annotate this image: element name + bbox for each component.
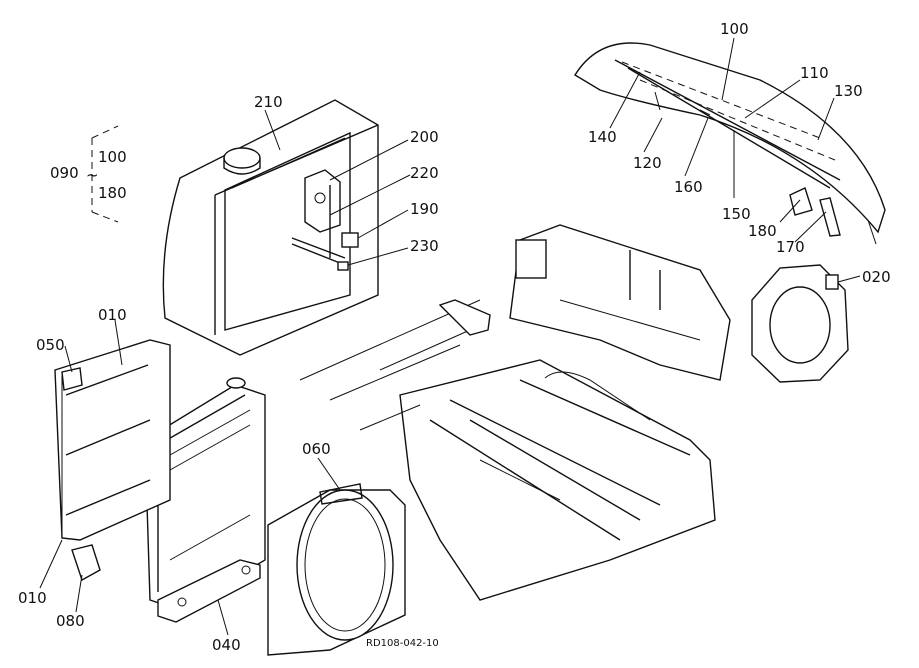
radiator-cap <box>226 377 246 389</box>
bonnet <box>574 42 886 245</box>
label-180: 180 <box>748 222 777 240</box>
label-130: 130 <box>834 82 863 100</box>
label-010-bottom: 010 <box>18 589 47 607</box>
hose-clamp <box>71 544 101 582</box>
label-050: 050 <box>36 336 65 354</box>
label-120: 120 <box>633 154 662 172</box>
label-220: 220 <box>410 164 439 182</box>
label-170: 170 <box>776 238 805 256</box>
group-090-bracket <box>91 125 119 223</box>
frame-bracket <box>61 367 83 391</box>
radiator <box>144 377 266 623</box>
label-200: 200 <box>410 128 439 146</box>
hood-strip <box>819 197 841 237</box>
tank-bolt <box>337 261 349 271</box>
tank-bracket <box>291 169 359 271</box>
cooling-fan <box>751 264 849 383</box>
radiator-frame <box>54 339 171 582</box>
fan-ring <box>296 489 394 641</box>
label-090-range-start: 100 <box>98 148 127 166</box>
fan-shroud <box>267 483 406 656</box>
tank-cushion <box>341 232 359 248</box>
label-100: 100 <box>720 20 749 38</box>
label-040: 040 <box>212 636 241 654</box>
fuel-cap <box>223 147 261 169</box>
label-080: 080 <box>56 612 85 630</box>
hood-latch <box>789 187 813 216</box>
label-150: 150 <box>722 205 751 223</box>
leader-lines <box>39 37 861 636</box>
fuel-tank <box>162 99 379 356</box>
label-230: 230 <box>410 237 439 255</box>
label-020: 020 <box>862 268 891 286</box>
label-110: 110 <box>800 64 829 82</box>
label-090-range-end: 180 <box>98 184 127 202</box>
drawing-code: RD108-042-10 <box>366 638 439 649</box>
frame-body <box>299 224 731 601</box>
part-labels: 210 200 220 190 230 090 100 ~ 180 100 11… <box>18 20 891 654</box>
label-160: 160 <box>674 178 703 196</box>
label-090: 090 <box>50 164 79 182</box>
label-190: 190 <box>410 200 439 218</box>
label-060: 060 <box>302 440 331 458</box>
label-210: 210 <box>254 93 283 111</box>
label-010-top: 010 <box>98 306 127 324</box>
label-090-range-tilde: ~ <box>86 166 99 184</box>
label-140: 140 <box>588 128 617 146</box>
